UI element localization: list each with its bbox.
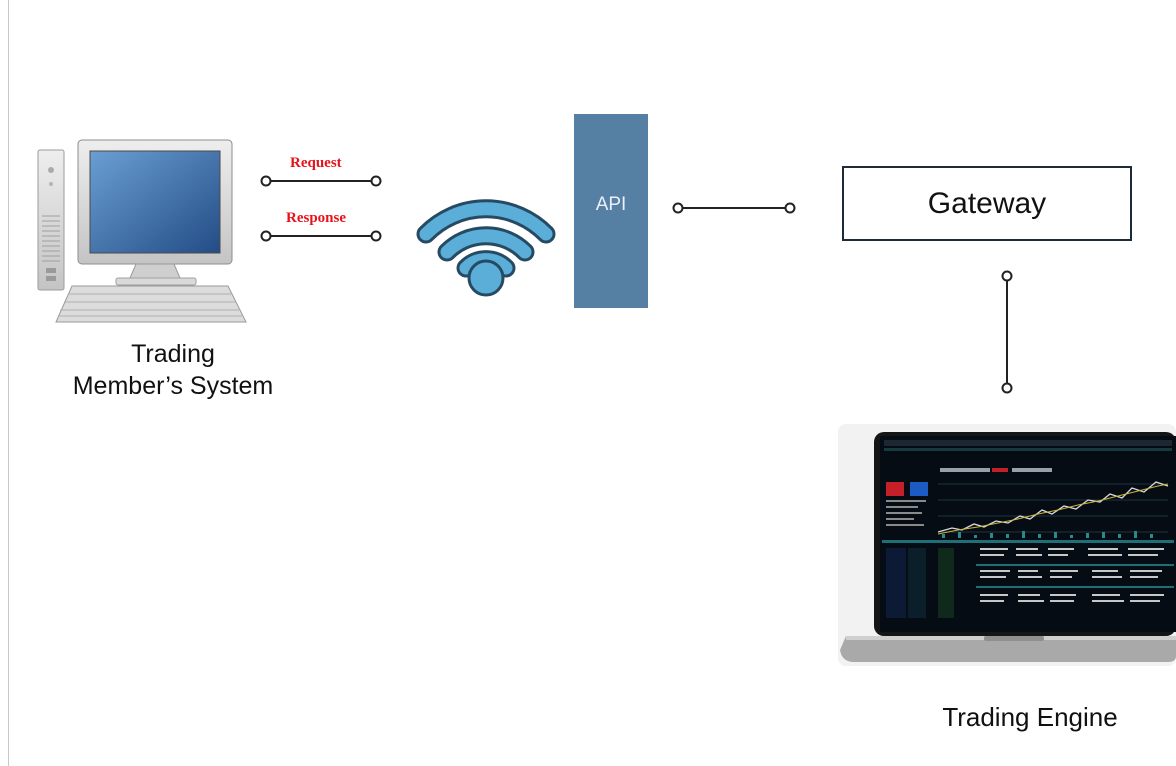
api-gateway-connector [672, 202, 796, 214]
api-label: API [595, 194, 627, 215]
gateway-label: Gateway [927, 187, 1047, 220]
wifi-icon [416, 199, 556, 297]
response-label: Response [286, 210, 347, 226]
gateway-engine-connector [1001, 270, 1013, 394]
trading-engine-caption: Trading Engine [942, 702, 1118, 732]
trading-member-caption: Trading Member’s System [28, 338, 318, 402]
response-connector-line [260, 230, 382, 242]
api-box: API [574, 114, 648, 308]
gateway-box: Gateway [842, 166, 1132, 241]
request-label: Request [290, 155, 342, 171]
request-connector-line [260, 175, 382, 187]
desktop-computer-icon [37, 139, 247, 323]
left-border-line [8, 0, 9, 766]
trading-member-line1: Trading [131, 340, 215, 368]
laptop-trading-screen-icon [838, 424, 1176, 666]
trading-member-line2: Member’s System [72, 372, 274, 400]
